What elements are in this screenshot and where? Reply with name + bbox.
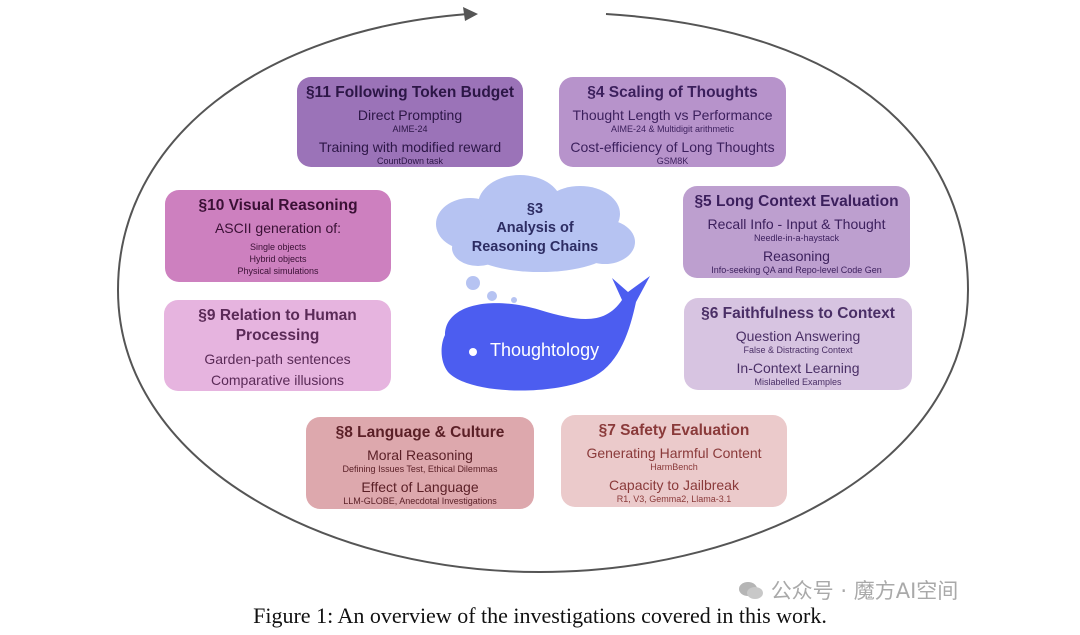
whale-eye (469, 348, 477, 356)
box-item: Direct Prompting (357, 107, 463, 123)
watermark: 公众号 · 魔方AI空间 (738, 575, 958, 605)
box-item: In-Context Learning (736, 360, 860, 376)
cloud-line: Analysis of (496, 220, 574, 236)
box-item: Reasoning (763, 248, 830, 264)
box-item: Recall Info - Input & Thought (707, 216, 886, 232)
box-item: Effect of Language (361, 479, 479, 495)
box-subitem: AIME-24 & Multidigit arithmetic (610, 124, 735, 134)
box-safety: §7 Safety Evaluation Generating Harmful … (561, 415, 787, 507)
box-item: ASCII generation of: (214, 220, 342, 236)
watermark-text: 公众号 · 魔方AI空间 (770, 579, 959, 603)
box-subitem: False & Distracting Context (743, 345, 853, 355)
thought-cloud (436, 175, 635, 303)
cloud-section: §3 (526, 201, 544, 217)
box-item: Generating Harmful Content (586, 445, 762, 461)
box-subitem: R1, V3, Gemma2, Llama-3.1 (616, 494, 732, 504)
box-subitem: Physical simulations (237, 266, 319, 276)
cycle-arc (116, 13, 970, 574)
box-title: §5 Long Context Evaluation (694, 193, 899, 210)
box-title: §10 Visual Reasoning (198, 197, 358, 214)
box-scaling-thoughts: §4 Scaling of Thoughts Thought Length vs… (559, 77, 786, 167)
box-title: §7 Safety Evaluation (598, 422, 750, 439)
box-subitem: Hybrid objects (249, 254, 307, 264)
box-subitem: Single objects (249, 242, 307, 252)
box-title: §8 Language & Culture (335, 424, 505, 441)
box-language-culture: §8 Language & Culture Moral Reasoning De… (306, 417, 534, 509)
whale-label: Thoughtology (490, 340, 600, 360)
box-subitem: HarmBench (650, 462, 698, 472)
box-item: Cost-efficiency of Long Thoughts (570, 139, 775, 155)
box-faithfulness: §6 Faithfulness to Context Question Answ… (684, 298, 912, 390)
box-item: Moral Reasoning (367, 447, 473, 463)
box-subitem: CountDown task (376, 156, 444, 166)
box-item: Comparative illusions (210, 372, 345, 388)
box-visual-reasoning: §10 Visual Reasoning ASCII generation of… (165, 190, 391, 282)
figure-caption: Figure 1: An overview of the investigati… (253, 603, 827, 628)
box-title: §11 Following Token Budget (305, 84, 515, 101)
box-item: Question Answering (735, 328, 861, 344)
box-subitem: Defining Issues Test, Ethical Dilemmas (342, 464, 498, 474)
cloud-label: §3 Analysis of Reasoning Chains (455, 200, 615, 257)
box-item: Garden-path sentences (204, 351, 351, 367)
box-title: §9 Relation to Human (198, 307, 357, 324)
box-subitem: Needle-in-a-haystack (753, 233, 840, 243)
box-long-context: §5 Long Context Evaluation Recall Info -… (683, 186, 910, 278)
box-title: Processing (235, 327, 320, 344)
box-subitem: GSM8K (656, 156, 689, 166)
box-human-processing: §9 Relation to Human Processing Garden-p… (164, 300, 391, 391)
cycle-arrowhead (463, 7, 478, 21)
box-subitem: Mislabelled Examples (754, 377, 842, 387)
box-item: Training with modified reward (318, 139, 502, 155)
whale-illustration (441, 276, 650, 391)
box-title: §4 Scaling of Thoughts (587, 84, 758, 101)
box-title: §6 Faithfulness to Context (701, 305, 895, 322)
box-subitem: Info-seeking QA and Repo-level Code Gen (711, 265, 882, 275)
cloud-line: Reasoning Chains (471, 239, 599, 255)
box-item: Thought Length vs Performance (572, 107, 773, 123)
box-token-budget: §11 Following Token Budget Direct Prompt… (297, 77, 523, 167)
box-item: Capacity to Jailbreak (609, 477, 739, 493)
box-subitem: AIME-24 (392, 124, 428, 134)
box-subitem: LLM-GLOBE, Anecdotal Investigations (343, 496, 497, 506)
wechat-icon (738, 581, 764, 601)
